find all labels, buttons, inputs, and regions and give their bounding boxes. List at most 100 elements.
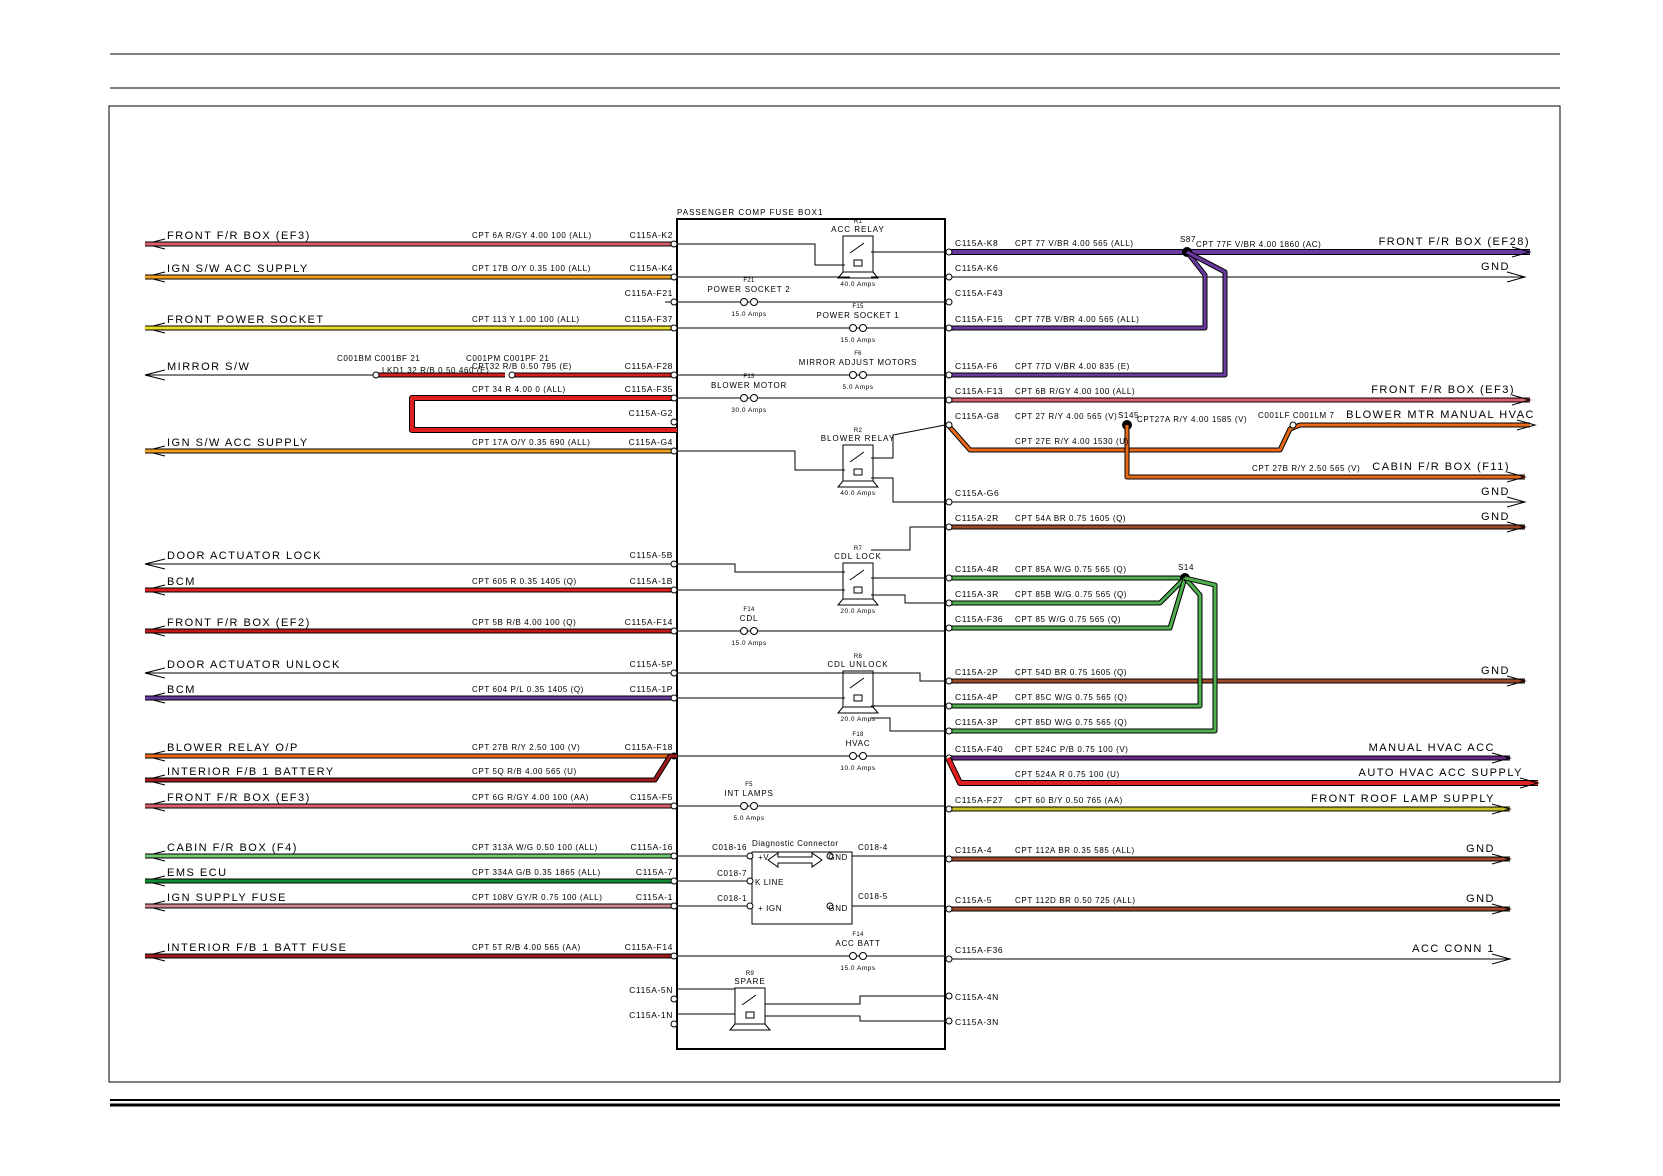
left-code-4: CPT32 R/B 0.50 795 (E): [472, 362, 572, 371]
diag-v: +V: [758, 853, 769, 862]
relay-id-2: R7: [854, 546, 863, 552]
relay-R7: [836, 562, 880, 606]
relay-coil: [853, 586, 863, 594]
relay-name-1: BLOWER RELAY: [821, 434, 896, 443]
left-label-10: FRONT F/R BOX (EF2): [167, 617, 311, 629]
left-pin-circle-10: [670, 627, 678, 635]
left-pin-circle-1: [670, 273, 678, 281]
right-pin-circle-13: [945, 624, 953, 632]
mirror-conn-2: C001PM C001PF 21: [466, 354, 549, 363]
right-code-0: CPT 77 V/BR 4.00 565 (ALL): [1015, 239, 1134, 248]
relay-body: [842, 562, 874, 600]
left-pin-6: C115A-G2: [629, 408, 673, 418]
left-label-7: IGN S/W ACC SUPPLY: [167, 437, 309, 449]
relay-name-0: ACC RELAY: [831, 225, 885, 234]
relay-base: [836, 480, 880, 488]
diag-kline: K LINE: [755, 878, 784, 887]
left-label-12: BCM: [167, 684, 196, 696]
right-pin-12: C115A-3R: [955, 589, 999, 599]
diagnostic-connector: [677, 851, 945, 925]
relay-name-4: SPARE: [734, 977, 766, 986]
left-code-10: CPT 5B R/B 4.00 100 (Q): [472, 618, 576, 627]
left-code-0: CPT 6A R/GY 4.00 100 (ALL): [472, 231, 592, 240]
right-pin-15: C115A-4P: [955, 692, 998, 702]
fuse-element-b: [859, 952, 867, 960]
fuse-id-5: F18: [852, 732, 864, 738]
right-code-8: CPT 27B R/Y 2.50 565 (V): [1252, 464, 1360, 473]
relay-coil: [853, 694, 863, 702]
right-code-3: CPT 77B V/BR 4.00 565 (ALL): [1015, 315, 1140, 324]
relay-switch: [741, 994, 757, 1006]
left-label-4: MIRROR S/W: [167, 361, 250, 373]
r9-pin-circle-3: [945, 992, 953, 1000]
left-pin-circle-7: [670, 447, 678, 455]
fuse-id-7: F14: [852, 932, 864, 938]
right-pin-16: C115A-3P: [955, 717, 998, 727]
right-pin-circle-22: [945, 955, 953, 963]
diag-pin-circle-b: [746, 877, 754, 885]
f6-to-s87: [948, 250, 1227, 377]
right-pin-11: C115A-4R: [955, 564, 999, 574]
relay-base: [836, 598, 880, 606]
auto-hvac-wire: [946, 757, 1538, 785]
fuse-id-2: F6: [854, 351, 862, 357]
cdl-green-wire-13: [948, 577, 1187, 630]
fuse-rating-1: 15.0 Amps: [840, 337, 875, 344]
diag-ign: + IGN: [758, 904, 782, 913]
right-pin-circle-12: [945, 599, 953, 607]
fuse-rating-3: 30.0 Amps: [731, 407, 766, 414]
left-label-0: FRONT F/R BOX (EF3): [167, 230, 311, 242]
relay-rating-1: 40.0 Amps: [840, 490, 875, 497]
right-label-20: GND: [1466, 843, 1495, 855]
right-pin-19: C115A-F27: [955, 795, 1003, 805]
fuse-3: [677, 394, 945, 402]
r9-pin-3: C115A-4N: [955, 992, 999, 1002]
r9-pin-circle-2: [670, 1020, 678, 1028]
left-pin-circle-12: [670, 694, 678, 702]
right-label-14: GND: [1481, 665, 1510, 677]
r9-pin-2: C115A-1N: [629, 1010, 673, 1020]
relay-wire-12: [677, 672, 945, 682]
right-label-19: FRONT ROOF LAMP SUPPLY: [1311, 793, 1495, 805]
relay-coil: [853, 468, 863, 476]
diag-gnd2: GND: [828, 904, 848, 913]
left-code-3: CPT 113 Y 1.00 100 (ALL): [472, 315, 580, 324]
right-code-11: CPT 85A W/G 0.75 565 (Q): [1015, 565, 1127, 574]
right-pin-circle-2: [945, 298, 953, 306]
left-pin-9: C115A-1B: [630, 576, 673, 586]
fuse-2: [677, 371, 945, 379]
f15-to-s87: [948, 251, 1207, 330]
left-pin-circle-19: [670, 952, 678, 960]
left-pin-19: C115A-F14: [625, 942, 673, 952]
cdl-green-wire-15: [948, 577, 1202, 708]
fuse-element-a: [740, 802, 748, 810]
right-code-16: CPT 85D W/G 0.75 565 (Q): [1015, 718, 1128, 727]
right-code-6: CPT 27 R/Y 4.00 565 (V): [1015, 412, 1117, 421]
fuse-element-b: [859, 371, 867, 379]
right-label-18: AUTO HVAC ACC SUPPLY: [1359, 767, 1523, 779]
r9-pin-circle-1: [670, 995, 678, 1003]
fuse-name-4: CDL: [740, 614, 758, 623]
right-code-17: CPT 524C P/B 0.75 100 (V): [1015, 745, 1129, 754]
left-pin-10: C115A-F14: [625, 617, 673, 627]
left-pin-circle-18: [670, 902, 678, 910]
right-pin-0: C115A-K8: [955, 238, 998, 248]
relay-id-1: R2: [854, 428, 863, 434]
right-arrow-1: [1506, 271, 1527, 283]
fuse-element-a: [849, 324, 857, 332]
right-arrow-22: [1491, 953, 1512, 965]
diag-pin-b: C018-7: [717, 869, 747, 878]
right-label-10: GND: [1481, 511, 1510, 523]
right-arrow-8: [1506, 471, 1527, 483]
connector-c001l: [1289, 421, 1297, 429]
relay-switch: [849, 242, 865, 254]
fuse-name-6: INT LAMPS: [724, 789, 773, 798]
relay-switch: [849, 677, 865, 689]
left-pin-18: C115A-1: [636, 892, 673, 902]
fuse-name-0: POWER SOCKET 2: [707, 285, 790, 294]
relay-wire-4: [677, 450, 845, 471]
fuse-4: [677, 627, 945, 635]
right-code-4: CPT 77D V/BR 4.00 835 (E): [1015, 362, 1130, 371]
diag-pin-circle-a: [746, 852, 754, 860]
left-label-11: DOOR ACTUATOR UNLOCK: [167, 659, 341, 671]
